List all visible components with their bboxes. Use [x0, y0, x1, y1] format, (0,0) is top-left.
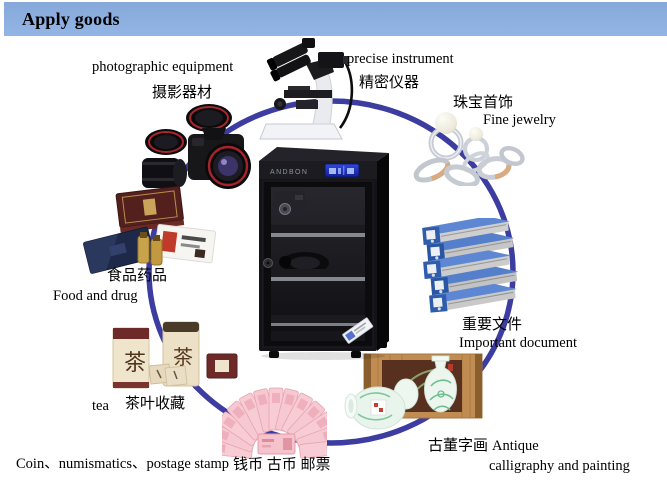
label-food-en: Food and drug — [53, 288, 138, 304]
upright-vase — [423, 355, 458, 413]
microscope-image — [259, 38, 354, 140]
label-antique-zh: 古董字画 — [428, 438, 489, 454]
jewelry-image — [413, 112, 525, 186]
page-title: Apply goods — [22, 8, 120, 29]
food-drug-boxes-image — [83, 185, 217, 274]
label-tea-zh: 茶叶收藏 — [125, 396, 186, 412]
header-bar: Apply goods — [4, 2, 667, 36]
banknotes-image — [222, 387, 327, 459]
label-jewelry-en: Fine jewelry — [483, 112, 556, 128]
corner-sticker — [342, 317, 374, 344]
label-tea-en: tea — [92, 398, 109, 414]
label-document-zh: 重要文件 — [462, 317, 523, 333]
antique-vases-image — [344, 353, 483, 430]
dry-cabinet-image: ANDBON — [259, 147, 389, 360]
label-photographic-en: photographic equipment — [92, 59, 234, 75]
label-photographic-zh: 摄影器材 — [152, 85, 213, 101]
tea-tins-image: 茶 茶 — [112, 321, 238, 389]
lcd-display — [324, 163, 360, 178]
label-precise-en: precise instrument — [347, 51, 454, 67]
label-antique-en2: calligraphy and painting — [489, 458, 630, 474]
label-precise-zh: 精密仪器 — [359, 75, 420, 91]
document-binders-image — [422, 218, 519, 313]
label-document-en: Important document — [459, 335, 577, 351]
label-coin-en: Coin、numismatics、postage stamp — [16, 456, 230, 472]
label-antique-en1: Antique — [492, 438, 539, 454]
cameras-image — [142, 104, 251, 189]
lying-vase — [344, 386, 406, 430]
label-food-zh: 食品药品 — [107, 268, 168, 284]
label-coin-zh: 钱币 古币 邮票 — [233, 457, 331, 473]
tea-glyph: 茶 — [124, 350, 146, 375]
brand-text: ANDBON — [270, 169, 308, 176]
label-jewelry-zh: 珠宝首饰 — [453, 95, 514, 111]
tea-glyph-2: 茶 — [173, 346, 193, 369]
